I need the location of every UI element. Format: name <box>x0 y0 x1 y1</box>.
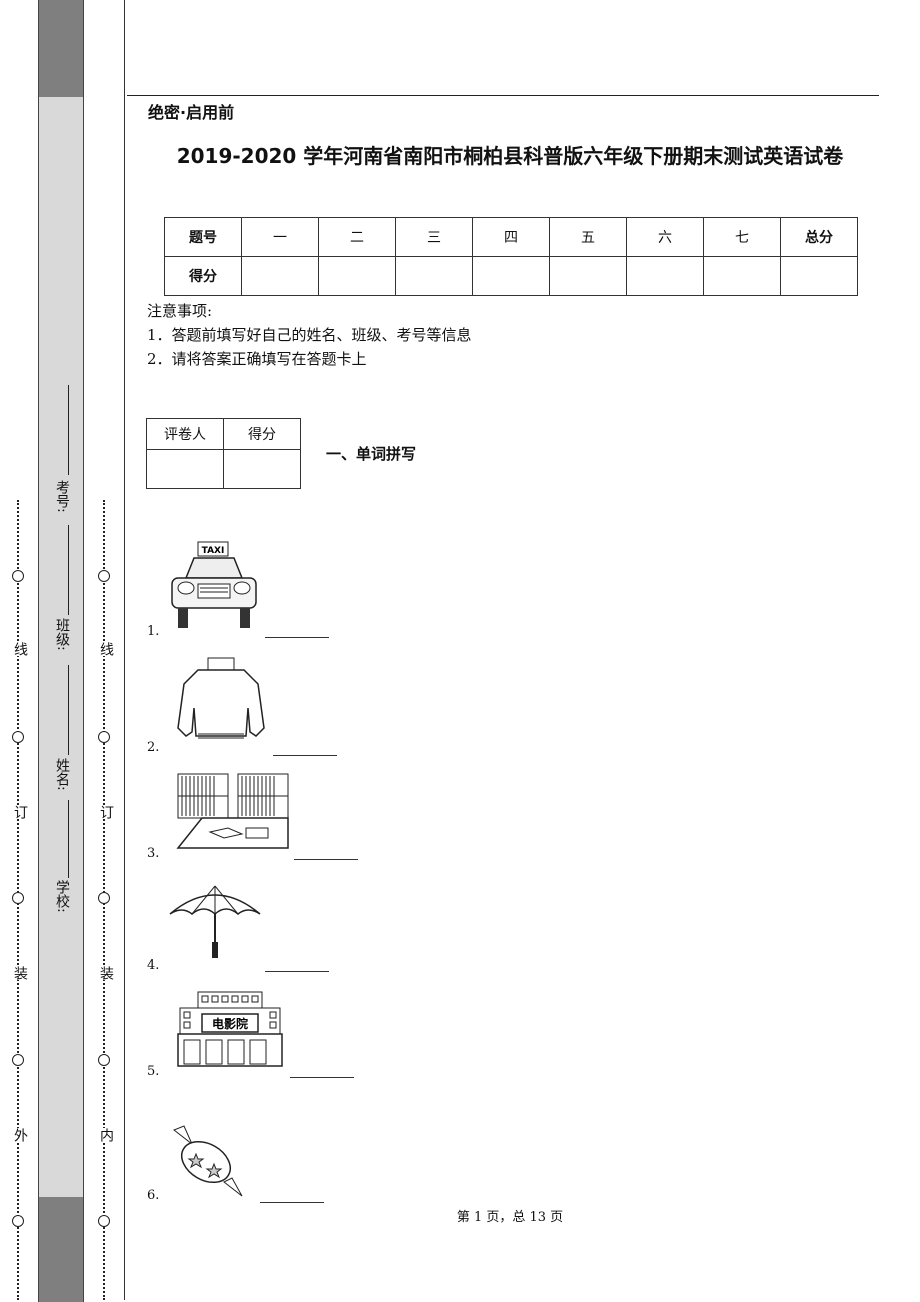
grader-col-label: 评卷人 <box>146 418 224 450</box>
score-cell: 总分 <box>780 217 858 257</box>
binding-margin <box>0 0 125 1300</box>
field-school-label: 学校: <box>54 880 70 913</box>
field-school-line[interactable] <box>68 800 69 878</box>
field-exam-number-line[interactable] <box>68 385 69 475</box>
notes: 注意事项: 1．答题前填写好自己的姓名、班级、考号等信息 2．请将答案正确填写在… <box>147 299 472 371</box>
score-cell: 一 <box>241 217 319 257</box>
score-cell: 四 <box>472 217 550 257</box>
score-table-score-row: 得分 <box>164 256 858 296</box>
score-cell: 题号 <box>164 217 242 257</box>
outer-circle <box>12 1215 24 1227</box>
inner-circle <box>98 1215 110 1227</box>
margin-strip-bottom <box>38 1197 84 1302</box>
outer-char-zhuang: 装 <box>10 966 30 980</box>
margin-strip-top <box>38 0 84 97</box>
header-rule <box>127 95 879 96</box>
score-table-header-row: 题号 一 二 三 四 五 六 七 总分 <box>164 217 858 257</box>
margin-strip-middle <box>38 97 84 1197</box>
cinema-sign-text: 电影院 <box>212 1016 248 1031</box>
inner-circle <box>98 570 110 582</box>
score-cell: 七 <box>703 217 781 257</box>
score-cell: 五 <box>549 217 627 257</box>
score-input-cell[interactable] <box>472 256 550 296</box>
inner-circle <box>98 731 110 743</box>
candy-picture <box>173 1125 243 1197</box>
inner-circle <box>98 1054 110 1066</box>
field-name-line[interactable] <box>68 665 69 755</box>
inner-char-ding: 订 <box>96 805 116 819</box>
field-class-line[interactable] <box>68 525 69 615</box>
sweater-picture <box>177 657 265 739</box>
notes-item: 2．请将答案正确填写在答题卡上 <box>147 350 367 368</box>
outer-char-ding: 订 <box>10 805 30 819</box>
outer-circle <box>12 892 24 904</box>
notes-heading: 注意事项: <box>147 302 213 320</box>
question-number: 2. <box>147 740 160 755</box>
question-number: 1. <box>147 624 160 639</box>
grader-col-label: 得分 <box>223 418 301 450</box>
library-picture <box>176 773 289 849</box>
grader-table: 评卷人 得分 <box>146 418 301 489</box>
cinema-picture: 电影院 <box>177 991 283 1067</box>
score-input-cell[interactable] <box>626 256 704 296</box>
answer-line[interactable] <box>265 971 329 972</box>
outer-circle <box>12 731 24 743</box>
score-cell: 得分 <box>164 256 242 296</box>
score-cell: 三 <box>395 217 473 257</box>
score-table: 题号 一 二 三 四 五 六 七 总分 得分 <box>164 217 858 296</box>
secret-label: 绝密·启用前 <box>148 103 235 122</box>
score-cell: 六 <box>626 217 704 257</box>
question-number: 4. <box>147 958 160 973</box>
answer-line[interactable] <box>273 755 337 756</box>
page-footer: 第 1 页，总 13 页 <box>456 1210 564 1225</box>
umbrella-picture <box>169 885 261 958</box>
section-title: 一、单词拼写 <box>326 445 417 463</box>
score-input-cell[interactable] <box>395 256 473 296</box>
page-title: 2019-2020 学年河南省南阳市桐柏县科普版六年级下册期末测试英语试卷 <box>176 144 844 168</box>
answer-line[interactable] <box>265 637 329 638</box>
score-input-cell[interactable] <box>549 256 627 296</box>
outer-circle <box>12 570 24 582</box>
answer-line[interactable] <box>290 1077 354 1078</box>
field-class-label: 班级: <box>54 618 70 651</box>
inner-char-xian: 线 <box>96 642 116 656</box>
answer-line[interactable] <box>260 1202 324 1203</box>
inner-char-zhuang: 装 <box>96 966 116 980</box>
inner-circle <box>98 892 110 904</box>
field-exam-number-label: 考号: <box>54 480 70 513</box>
taxi-picture: TAXI <box>171 541 257 628</box>
score-input-cell[interactable] <box>780 256 858 296</box>
question-number: 5. <box>147 1064 160 1079</box>
outer-char-wai: 外 <box>10 1128 30 1142</box>
question-number: 6. <box>147 1188 160 1203</box>
score-cell: 二 <box>318 217 396 257</box>
taxi-sign-text: TAXI <box>202 546 225 556</box>
grader-input-cell[interactable] <box>223 449 301 489</box>
score-input-cell[interactable] <box>703 256 781 296</box>
field-name-label: 姓名: <box>54 758 70 791</box>
answer-line[interactable] <box>294 859 358 860</box>
inner-char-nei: 内 <box>96 1128 116 1142</box>
question-number: 3. <box>147 846 160 861</box>
outer-char-xian: 线 <box>10 642 30 656</box>
score-input-cell[interactable] <box>318 256 396 296</box>
score-input-cell[interactable] <box>241 256 319 296</box>
outer-circle <box>12 1054 24 1066</box>
notes-item: 1．答题前填写好自己的姓名、班级、考号等信息 <box>147 326 472 344</box>
grader-input-cell[interactable] <box>146 449 224 489</box>
